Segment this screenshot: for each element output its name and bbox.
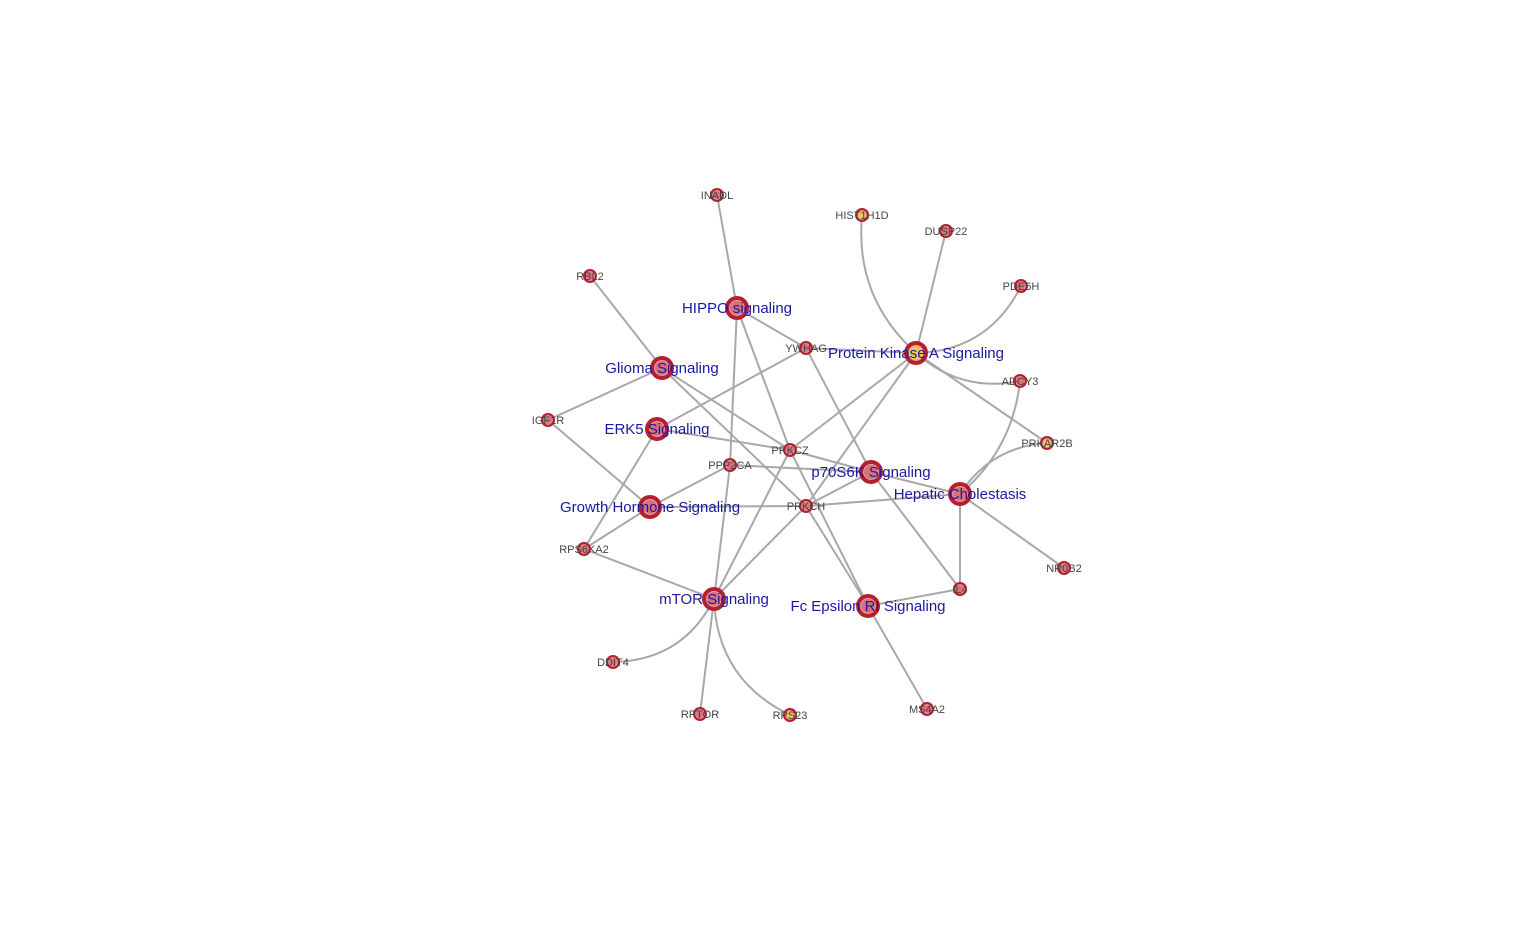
node-label-ms4a2: MS4A2: [909, 704, 945, 716]
gene-node-prkcz[interactable]: [783, 443, 797, 457]
gene-node-dusp22[interactable]: [939, 224, 953, 238]
gene-node-ddit4[interactable]: [606, 655, 620, 669]
node-label-rps6ka2: RPS6KA2: [559, 544, 609, 556]
node-label-ppp2ca: PPP2CA: [708, 460, 752, 472]
gene-node-inadl[interactable]: [710, 188, 724, 202]
edge-IGF1R-gh: [547, 419, 651, 508]
edge-pka-DUSP22: [915, 230, 947, 354]
edge-PRKCZ-pka: [789, 352, 917, 451]
edge-erk5-PRKCZ: [656, 428, 791, 451]
node-label-adcy3: ADCY3: [1002, 376, 1039, 388]
gene-node-rptor[interactable]: [693, 707, 707, 721]
edge-glioma-PRKCZ: [661, 367, 791, 451]
node-label-rptor: RPTOR: [681, 709, 719, 721]
edge-p70-IL4: [870, 471, 961, 590]
node-label-dusp22: DUSP22: [925, 226, 968, 238]
edge-RPS6KA2-mtor: [583, 548, 715, 600]
node-label-gh: Growth Hormone Signaling: [560, 499, 740, 516]
gene-node-rps6ka2[interactable]: [577, 542, 591, 556]
pathway-node-hep[interactable]: [948, 482, 972, 506]
gene-node-adcy3[interactable]: [1013, 374, 1027, 388]
edge-hippo-PRKCZ: [736, 307, 791, 451]
node-label-prkcz: PRKCZ: [771, 445, 809, 457]
pathway-node-p70[interactable]: [859, 460, 883, 484]
edge-hep-ADCY3: [959, 380, 1021, 495]
node-label-glioma: Glioma Signaling: [605, 360, 718, 377]
pathway-node-glioma[interactable]: [650, 356, 674, 380]
node-label-hist1h1d: HIST1H1D: [835, 210, 888, 222]
edge-PRKCH-mtor: [713, 505, 807, 600]
node-label-prkch: PRKCH: [787, 501, 826, 513]
nodes-layer: [541, 188, 1071, 722]
node-label-igf1r: IGF1R: [532, 415, 564, 427]
node-label-pde6h: PDE6H: [1003, 281, 1040, 293]
node-label-ddit4: DDIT4: [597, 657, 629, 669]
gene-node-ppp2ca[interactable]: [723, 458, 737, 472]
edge-PPP2CA-mtor: [713, 464, 731, 600]
gene-node-hist1h1d[interactable]: [855, 208, 869, 222]
pathway-node-erk5[interactable]: [645, 417, 669, 441]
gene-node-prkch[interactable]: [799, 499, 813, 513]
edge-hep-NR0B2: [959, 493, 1065, 569]
edge-erk5-RPS6KA2: [583, 428, 658, 550]
edge-RBL2-glioma: [589, 275, 663, 369]
node-label-erk5: ERK5 Signaling: [604, 421, 709, 438]
gene-node-rbl2[interactable]: [583, 269, 597, 283]
edge-fc-MS4A2: [867, 605, 928, 710]
node-label-mtor: mTOR Signaling: [659, 591, 769, 608]
pathway-node-pka[interactable]: [904, 341, 928, 365]
gene-node-ms4a2[interactable]: [920, 702, 934, 716]
gene-node-rps23[interactable]: [783, 708, 797, 722]
pathway-node-gh[interactable]: [638, 495, 662, 519]
edge-YWHAG-erk5: [656, 347, 807, 430]
node-label-pka: Protein Kinase A Signaling: [828, 345, 1004, 362]
gene-node-il4[interactable]: [953, 582, 967, 596]
node-label-p70: p70S6K Signaling: [811, 464, 930, 481]
edge-gh-PRKCH: [649, 505, 807, 508]
gene-node-pde6h[interactable]: [1014, 279, 1028, 293]
edge-pka-PDE6H: [915, 285, 1022, 354]
gene-node-nr0b2[interactable]: [1057, 561, 1071, 575]
node-label-nr0b2: NR0B2: [1046, 563, 1081, 575]
edge-PRKCH-hep: [805, 493, 961, 507]
edge-PPP2CA-p70: [729, 464, 872, 473]
edge-mtor-DDIT4: [612, 598, 715, 663]
node-label-rbl2: RBL2: [576, 271, 604, 283]
edge-pka-HIST1H1D: [860, 214, 917, 354]
pathway-node-fc[interactable]: [856, 594, 880, 618]
node-label-inadl: INADL: [701, 190, 733, 202]
pathway-node-hippo[interactable]: [725, 296, 749, 320]
node-label-ywhag: YWHAG: [785, 343, 827, 355]
edge-mtor-RPS23: [713, 598, 791, 716]
edge-mtor-RPTOR: [699, 598, 715, 715]
node-label-il4: IL4: [952, 584, 967, 596]
node-label-hep: Hepatic Cholestasis: [894, 486, 1027, 503]
node-label-hippo: HIPPO signaling: [682, 300, 792, 317]
edge-PRKCH-pka: [805, 352, 917, 507]
edge-PRKCZ-mtor: [713, 449, 791, 600]
edge-pka-PRKAR2B: [915, 352, 1048, 444]
gene-node-prkar2b[interactable]: [1040, 436, 1054, 450]
edge-glioma-PRKCH: [661, 367, 807, 507]
edge-glioma-IGF1R: [547, 367, 663, 421]
node-label-fc: Fc Epsilon RI Signaling: [790, 598, 945, 615]
edge-PRKCH-fc: [805, 505, 869, 607]
edge-PRKCZ-fc: [789, 449, 869, 607]
pathway-node-mtor[interactable]: [702, 587, 726, 611]
gene-node-ywhag[interactable]: [799, 341, 813, 355]
node-label-rps23: RPS23: [773, 710, 808, 722]
edge-YWHAG-p70: [805, 347, 872, 473]
gene-node-igf1r[interactable]: [541, 413, 555, 427]
node-label-prkar2b: PRKAR2B: [1021, 438, 1072, 450]
edge-INADL-hippo: [716, 194, 738, 309]
